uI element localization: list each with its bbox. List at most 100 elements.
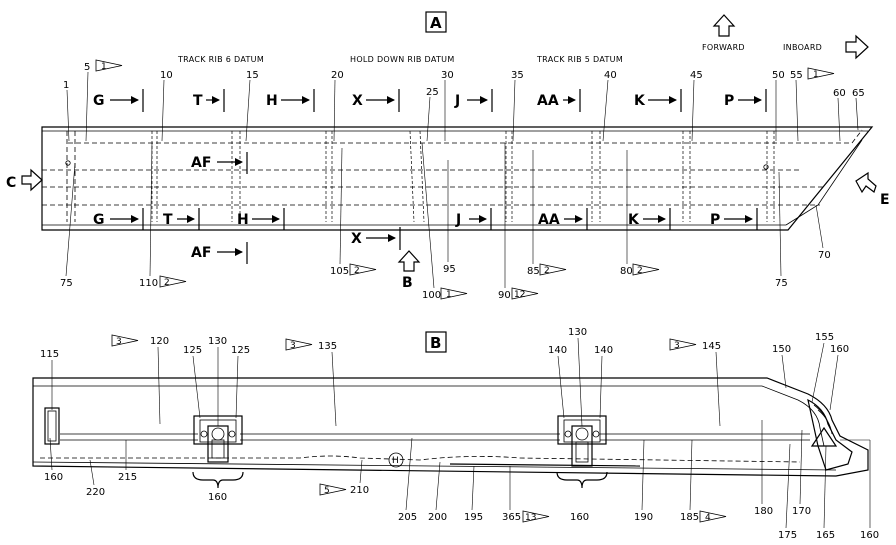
flag-365-text: 13 bbox=[525, 513, 536, 523]
part-130-left: 130 bbox=[208, 336, 227, 347]
flag-135-text: 3 bbox=[290, 341, 296, 351]
view-a: A TRACK RIB 6 DATUM HOLD DOWN RIB DATUM … bbox=[6, 11, 890, 301]
part-150: 150 bbox=[772, 344, 791, 355]
part-60: 60 bbox=[833, 88, 846, 99]
part-95: 95 bbox=[443, 264, 456, 275]
flag-120-text: 3 bbox=[116, 337, 122, 347]
h-marker-text: H bbox=[392, 456, 399, 466]
flag-110 bbox=[159, 275, 187, 288]
part-160-left-end: 160 bbox=[44, 472, 63, 483]
view-b-label: B bbox=[430, 334, 441, 352]
view-b-bottom-line bbox=[32, 461, 837, 471]
forward-arrow-icon bbox=[712, 14, 736, 37]
view-a-label-box bbox=[425, 11, 447, 33]
datum-track-rib-5: TRACK RIB 5 DATUM bbox=[536, 55, 623, 64]
top-section-row: G T H X J AA K P bbox=[93, 89, 767, 112]
part-65: 65 bbox=[852, 88, 865, 99]
section-x-top: X bbox=[352, 93, 363, 109]
part-70: 70 bbox=[818, 250, 831, 261]
part-30: 30 bbox=[441, 70, 454, 81]
part-120: 120 bbox=[150, 336, 169, 347]
part-80: 80 bbox=[620, 266, 633, 277]
flag-105-text: 2 bbox=[354, 266, 360, 276]
part-180: 180 bbox=[754, 506, 773, 517]
brace-right bbox=[556, 471, 608, 489]
right-track-fitting bbox=[557, 415, 607, 467]
part-85: 85 bbox=[527, 266, 540, 277]
part-205: 205 bbox=[398, 512, 417, 523]
view-e-letter: E bbox=[880, 192, 890, 208]
part-105: 105 bbox=[330, 266, 349, 277]
part-140-right: 140 bbox=[594, 345, 613, 356]
part-1: 1 bbox=[63, 80, 69, 91]
h-marker-circle bbox=[388, 452, 404, 468]
part-75-right: 75 bbox=[775, 278, 788, 289]
view-b-lower-dash bbox=[40, 455, 801, 463]
section-p-bottom: P bbox=[710, 212, 720, 228]
inboard-label: INBOARD bbox=[783, 43, 822, 52]
upper-spar-dash bbox=[68, 129, 863, 144]
flag-100 bbox=[440, 287, 468, 300]
part-90: 90 bbox=[498, 290, 511, 301]
part-365: 365 bbox=[502, 512, 521, 523]
section-h-top: H bbox=[266, 93, 278, 109]
flag-55-text: 1 bbox=[813, 70, 819, 80]
forward-label: FORWARD bbox=[702, 43, 745, 52]
view-e-arrow-icon bbox=[855, 171, 877, 194]
lower-strip bbox=[449, 463, 641, 467]
part-155: 155 bbox=[815, 332, 834, 343]
section-af-lower: AF bbox=[191, 245, 211, 261]
fastener-marker-right bbox=[763, 164, 769, 170]
part-135: 135 bbox=[318, 341, 337, 352]
view-c-letter: C bbox=[6, 175, 16, 191]
part-200: 200 bbox=[428, 512, 447, 523]
part-185: 185 bbox=[680, 512, 699, 523]
part-45: 45 bbox=[690, 70, 703, 81]
part-75-left: 75 bbox=[60, 278, 73, 289]
flag-185-text: 4 bbox=[705, 513, 711, 523]
part-175: 175 bbox=[778, 530, 797, 541]
part-215: 215 bbox=[118, 472, 137, 483]
rib-stations bbox=[151, 130, 775, 223]
view-b-arrow-icon bbox=[397, 250, 421, 272]
part-110: 110 bbox=[139, 278, 158, 289]
datum-hold-down-rib: HOLD DOWN RIB DATUM bbox=[350, 55, 455, 64]
part-25: 25 bbox=[426, 87, 439, 98]
part-170: 170 bbox=[792, 506, 811, 517]
part-130-right: 130 bbox=[568, 327, 587, 338]
view-b: B bbox=[32, 327, 879, 541]
view-a-label: A bbox=[430, 14, 442, 32]
part-115: 115 bbox=[40, 349, 59, 360]
section-p-top: P bbox=[724, 93, 734, 109]
section-k-bottom: K bbox=[628, 212, 640, 228]
section-h-bottom: H bbox=[237, 212, 249, 228]
bottom-section-row: G T H X J AA K P bbox=[93, 208, 758, 250]
part-140-left: 140 bbox=[548, 345, 567, 356]
flag-105 bbox=[349, 263, 377, 276]
part-40: 40 bbox=[604, 70, 617, 81]
section-j-bottom: J bbox=[455, 212, 461, 228]
view-c-arrow-icon bbox=[21, 168, 43, 192]
part-125-right: 125 bbox=[231, 345, 250, 356]
section-aa-bottom: AA bbox=[538, 212, 560, 228]
view-b-part-numbers: 115 3 120 125 130 125 3 135 130 140 140 … bbox=[40, 327, 879, 541]
flag-90 bbox=[511, 287, 539, 300]
flag-55 bbox=[807, 67, 835, 80]
flag-210-text: 5 bbox=[324, 486, 330, 496]
trailing-edge-wedge bbox=[810, 426, 838, 447]
view-b-letter: B bbox=[402, 275, 413, 291]
part-195: 195 bbox=[464, 512, 483, 523]
part-15: 15 bbox=[246, 70, 259, 81]
flag-80-text: 2 bbox=[637, 266, 643, 276]
flag-145 bbox=[669, 338, 697, 351]
flag-90-text: 12 bbox=[514, 290, 525, 300]
part-165: 165 bbox=[816, 530, 835, 541]
flag-5 bbox=[95, 59, 123, 72]
datum-track-rib-6: TRACK RIB 6 DATUM bbox=[177, 55, 264, 64]
section-g-bottom: G bbox=[93, 212, 105, 228]
brace-left bbox=[192, 471, 244, 489]
section-t-bottom: T bbox=[163, 212, 173, 228]
part-35: 35 bbox=[511, 70, 524, 81]
section-af-upper: AF bbox=[191, 155, 211, 171]
section-k-top: K bbox=[634, 93, 646, 109]
